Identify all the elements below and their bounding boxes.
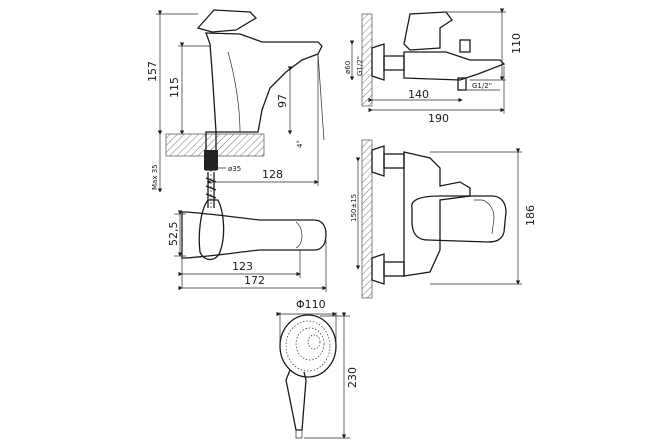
eccentric-side: [383, 55, 405, 71]
nut: [204, 150, 218, 170]
escutcheon-upper: [371, 145, 385, 177]
shower-handle: [285, 369, 307, 431]
dim-thread-in: G1/2": [356, 56, 364, 76]
shower-nozzle-ring-inner: [307, 334, 321, 350]
dim-top-width: 52,5: [167, 222, 180, 247]
dim-escutcheon: ø60: [344, 61, 352, 74]
dim-bath-height: 110: [510, 33, 523, 54]
dim-shower-length: 230: [346, 367, 359, 388]
handle-contour: [474, 199, 495, 235]
basin-body-contour: [227, 51, 241, 133]
dim-max-thickness: Max 35: [151, 164, 159, 190]
wall-section-front: [361, 139, 373, 299]
bath-body-front: [403, 151, 471, 277]
dim-top-reach: 123: [232, 260, 253, 273]
bath-spout-side: [403, 51, 506, 81]
bath-mixer-front-view: 150±15 186: [350, 139, 537, 299]
dim-front-height: 186: [524, 205, 537, 226]
dim-bath-reach-spout: 140: [408, 88, 429, 101]
shower-handle-end: [295, 430, 303, 439]
bath-body-handle-side: [403, 11, 453, 51]
basin-body: [205, 32, 323, 133]
spout-ref-line: [317, 53, 325, 141]
basin-handle: [196, 9, 258, 33]
dim-hole-diameter: ø35: [228, 165, 241, 173]
basin-mixer-side-view: 157 115 97 4° Max 35 ø35 128: [146, 9, 325, 208]
dim-spout-angle: 4°: [296, 140, 304, 148]
bath-handle-front: [411, 195, 507, 243]
dim-height-spout: 97: [276, 94, 289, 108]
dim-height-total: 157: [146, 61, 159, 82]
eccentric-lower: [383, 261, 405, 277]
basin-top-outline: [181, 211, 327, 259]
dim-shower-diameter: Φ110: [296, 298, 326, 311]
dim-height-body: 115: [168, 77, 181, 98]
shower-nozzle-ring-mid: [295, 327, 325, 361]
dim-reach: 128: [262, 168, 283, 181]
hoses: [207, 172, 215, 208]
hand-shower: Φ110 230: [276, 298, 359, 439]
spout-tip-contour: [295, 221, 303, 249]
bath-mixer-side-view: 110 ø60 G1/2" G1/2" 140 190: [344, 8, 523, 125]
dim-bath-reach-total: 190: [428, 112, 449, 125]
dim-centers: 150±15: [350, 194, 358, 222]
diverter: [459, 39, 471, 53]
shower-head: [279, 314, 337, 378]
dim-thread-out: G1/2": [472, 82, 492, 90]
basin-mixer-top-view: 52,5 123 172: [167, 199, 327, 292]
dim-top-length: 172: [244, 274, 265, 287]
eccentric-upper: [383, 153, 405, 169]
escutcheon-side: [371, 43, 385, 81]
shower-nozzle-ring-outer: [285, 320, 331, 372]
basin-top-handle: [198, 199, 225, 261]
escutcheon-lower: [371, 253, 385, 285]
